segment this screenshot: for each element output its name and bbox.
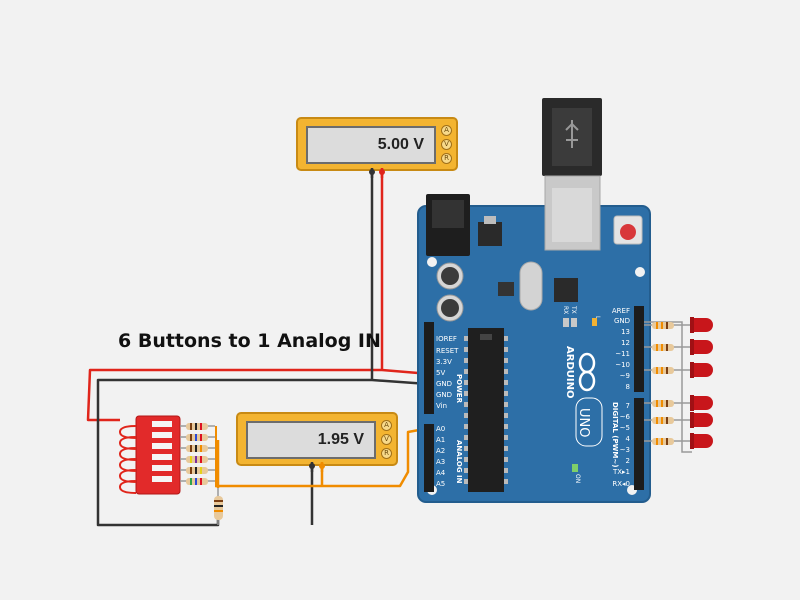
digital-pin-label: ~10 <box>615 361 630 369</box>
meter-display: 1.95 V <box>246 421 376 459</box>
pulldown-resistor <box>214 488 223 525</box>
reset-button[interactable] <box>613 215 643 245</box>
crystal <box>519 261 543 311</box>
analog-pin-label: A2 <box>436 447 445 455</box>
power-pin-label: IOREF <box>436 335 457 343</box>
led <box>644 339 713 355</box>
usb-chip <box>554 278 578 302</box>
digital-pin-label: 7 <box>626 402 630 410</box>
arduino-logo-icon <box>578 352 596 392</box>
led-label: L <box>594 316 601 320</box>
analog-pin-label: A3 <box>436 458 445 466</box>
digital-header-top <box>634 306 644 392</box>
usb-connector <box>542 98 602 251</box>
mode-a-button[interactable]: A <box>441 125 452 136</box>
led <box>644 395 713 411</box>
led <box>644 317 713 333</box>
power-header <box>424 322 434 414</box>
led-label: RX <box>562 306 569 314</box>
voltage-regulator <box>478 222 502 246</box>
status-leds <box>563 318 597 472</box>
mode-v-button[interactable]: V <box>441 139 452 150</box>
digital-pin-label: TX▸1 <box>612 468 630 476</box>
digital-pin-label: ~9 <box>620 372 630 380</box>
digital-pin-label: RX◂0 <box>612 480 630 488</box>
digital-pin-label: AREF <box>612 307 630 315</box>
dip-switch[interactable] <box>118 415 181 495</box>
digital-pin-label: 12 <box>621 339 630 347</box>
multimeter-bottom[interactable]: 1.95 V A V R <box>236 412 398 466</box>
mode-r-button[interactable]: R <box>441 153 452 164</box>
power-pin-label: GND <box>436 380 452 388</box>
meter-reading: 5.00 V <box>377 136 424 153</box>
digital-pin-label: ~5 <box>620 424 630 432</box>
power-label: POWER <box>455 374 463 404</box>
led-ground-bus <box>644 321 692 453</box>
led <box>644 362 713 378</box>
power-pin-label: 5V <box>436 369 445 377</box>
analog-header <box>424 424 434 492</box>
digital-pin-label: ~11 <box>615 350 630 358</box>
analog-pin-label: A1 <box>436 436 445 444</box>
power-pin-label: RESET <box>436 347 459 355</box>
power-pin-label: GND <box>436 391 452 399</box>
atmega-chip <box>464 328 508 492</box>
analog-pin-label: A5 <box>436 480 445 488</box>
power-jack <box>426 194 470 256</box>
mode-a-button[interactable]: A <box>381 420 392 431</box>
model-label: UNO <box>576 408 591 437</box>
digital-pin-label: ~6 <box>620 413 631 421</box>
analog-pin-label: A0 <box>436 425 445 433</box>
digital-pin-label: 4 <box>626 435 631 443</box>
mode-r-button[interactable]: R <box>381 448 392 459</box>
digital-pin-label: ~3 <box>620 446 630 454</box>
wire-red-5v <box>86 172 431 422</box>
brand-label: ARDUINO <box>564 346 575 398</box>
meter-reading: 1.95 V <box>317 431 364 448</box>
ladder-resistors <box>186 423 208 485</box>
led-label: TX <box>570 305 577 314</box>
digital-label: DIGITAL (PWM~) <box>611 402 619 467</box>
arduino-board[interactable]: IOREF RESET 3.3V 5V GND GND Vin A0 A1 A2… <box>417 98 651 503</box>
wire-orange-a0 <box>215 426 431 488</box>
capacitors <box>436 262 464 322</box>
power-pin-label: 3.3V <box>436 358 452 366</box>
on-label: ON <box>574 474 581 483</box>
diagram-title: 6 Buttons to 1 Analog IN <box>118 330 381 352</box>
multimeter-top[interactable]: 5.00 V A V R <box>296 117 458 171</box>
digital-pin-label: GND <box>614 317 630 325</box>
analog-pin-label: A4 <box>436 469 446 477</box>
meter-display: 5.00 V <box>306 126 436 164</box>
digital-header-bottom <box>634 398 644 490</box>
digital-pin-label: 13 <box>621 328 630 336</box>
mode-v-button[interactable]: V <box>381 434 392 445</box>
led-array <box>644 317 713 453</box>
digital-pin-label: 2 <box>626 457 630 465</box>
analog-in-label: ANALOG IN <box>455 440 463 484</box>
power-pin-label: Vin <box>436 402 447 410</box>
resistor-ladder <box>180 423 223 525</box>
led <box>644 412 713 428</box>
digital-pin-label: 8 <box>626 383 630 391</box>
led <box>644 433 713 449</box>
